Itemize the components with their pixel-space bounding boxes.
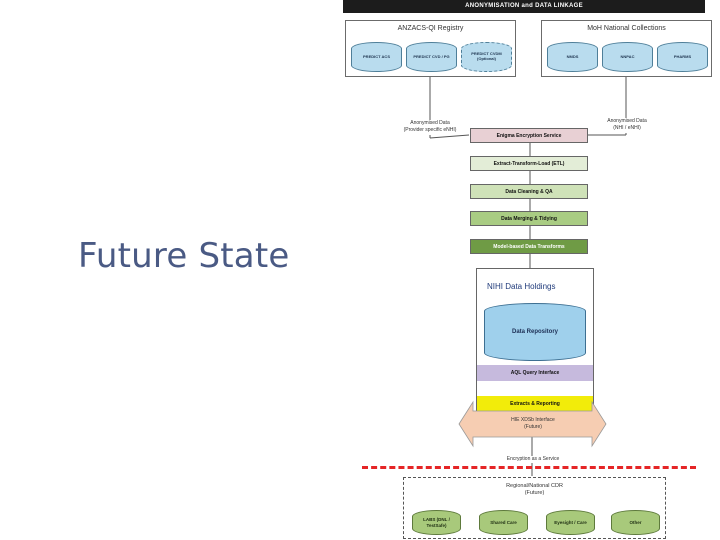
step-etl: Extract-Transform-Load (ETL) [470,156,588,171]
nihi-data-holdings-title: NIHI Data Holdings [487,282,556,291]
other-cylinder: Other [611,510,660,535]
data-repository-cylinder: Data Repository [484,303,586,361]
shared-care-cylinder: Shared Care [479,510,528,535]
hie-interface-label: HIE XDSb Interface (Future) [511,417,555,430]
predict-acs-cylinder: PREDICT ACS [351,42,402,72]
anzacs-qi-registry-title: ANZACS-QI Registry [397,25,464,32]
extracts-reporting: Extracts & Reporting [477,396,593,412]
eyesight-care-cylinder: Eyesight / Care [546,510,595,535]
right-anonymised-annotation: Anonymised Data (NHI / eNHI) [607,118,647,131]
pharms-cylinder: PHARMS [657,42,708,72]
step-encryption: Enigma Encryption Service [470,128,588,143]
regional-national-cdr-title: Regional/National CDR (Future) [506,483,563,497]
predict-cvd-cylinder: PREDICT CVD / PG [406,42,457,72]
moh-national-collections-box: MoH National Collections NMDS NNPAC PHAR… [541,20,712,77]
moh-national-collections-title: MoH National Collections [587,25,666,32]
encryption-as-a-service-label: Encryption as a Service [497,456,569,463]
step-cleaning: Data Cleaning & QA [470,184,588,199]
regional-national-cdr-box: Regional/National CDR (Future) LABS (DNL… [403,477,666,539]
anzacs-qi-registry-box: ANZACS-QI Registry PREDICT ACS PREDICT C… [345,20,516,77]
nihi-data-holdings-box: NIHI Data Holdings Data Repository AQL Q… [476,268,594,418]
step-model-transforms: Model-based Data Transforms [470,239,588,254]
nnpac-cylinder: NNPAC [602,42,653,72]
diagram-banner: ANONYMISATION and DATA LINKAGE [343,0,705,13]
labs-cylinder: LABS (DNL / TestSafe) [412,510,461,535]
slide-title: Future State [78,236,290,276]
aql-query-interface: AQL Query Interface [477,365,593,381]
future-state-separator [362,466,696,469]
predict-cvdm-cylinder: PREDICT CVDM (Optional) [461,42,512,72]
nmds-cylinder: NMDS [547,42,598,72]
step-merging: Data Merging & Tidying [470,211,588,226]
left-anonymised-annotation: Anonymised Data (Provider specific eNHI) [403,120,457,133]
